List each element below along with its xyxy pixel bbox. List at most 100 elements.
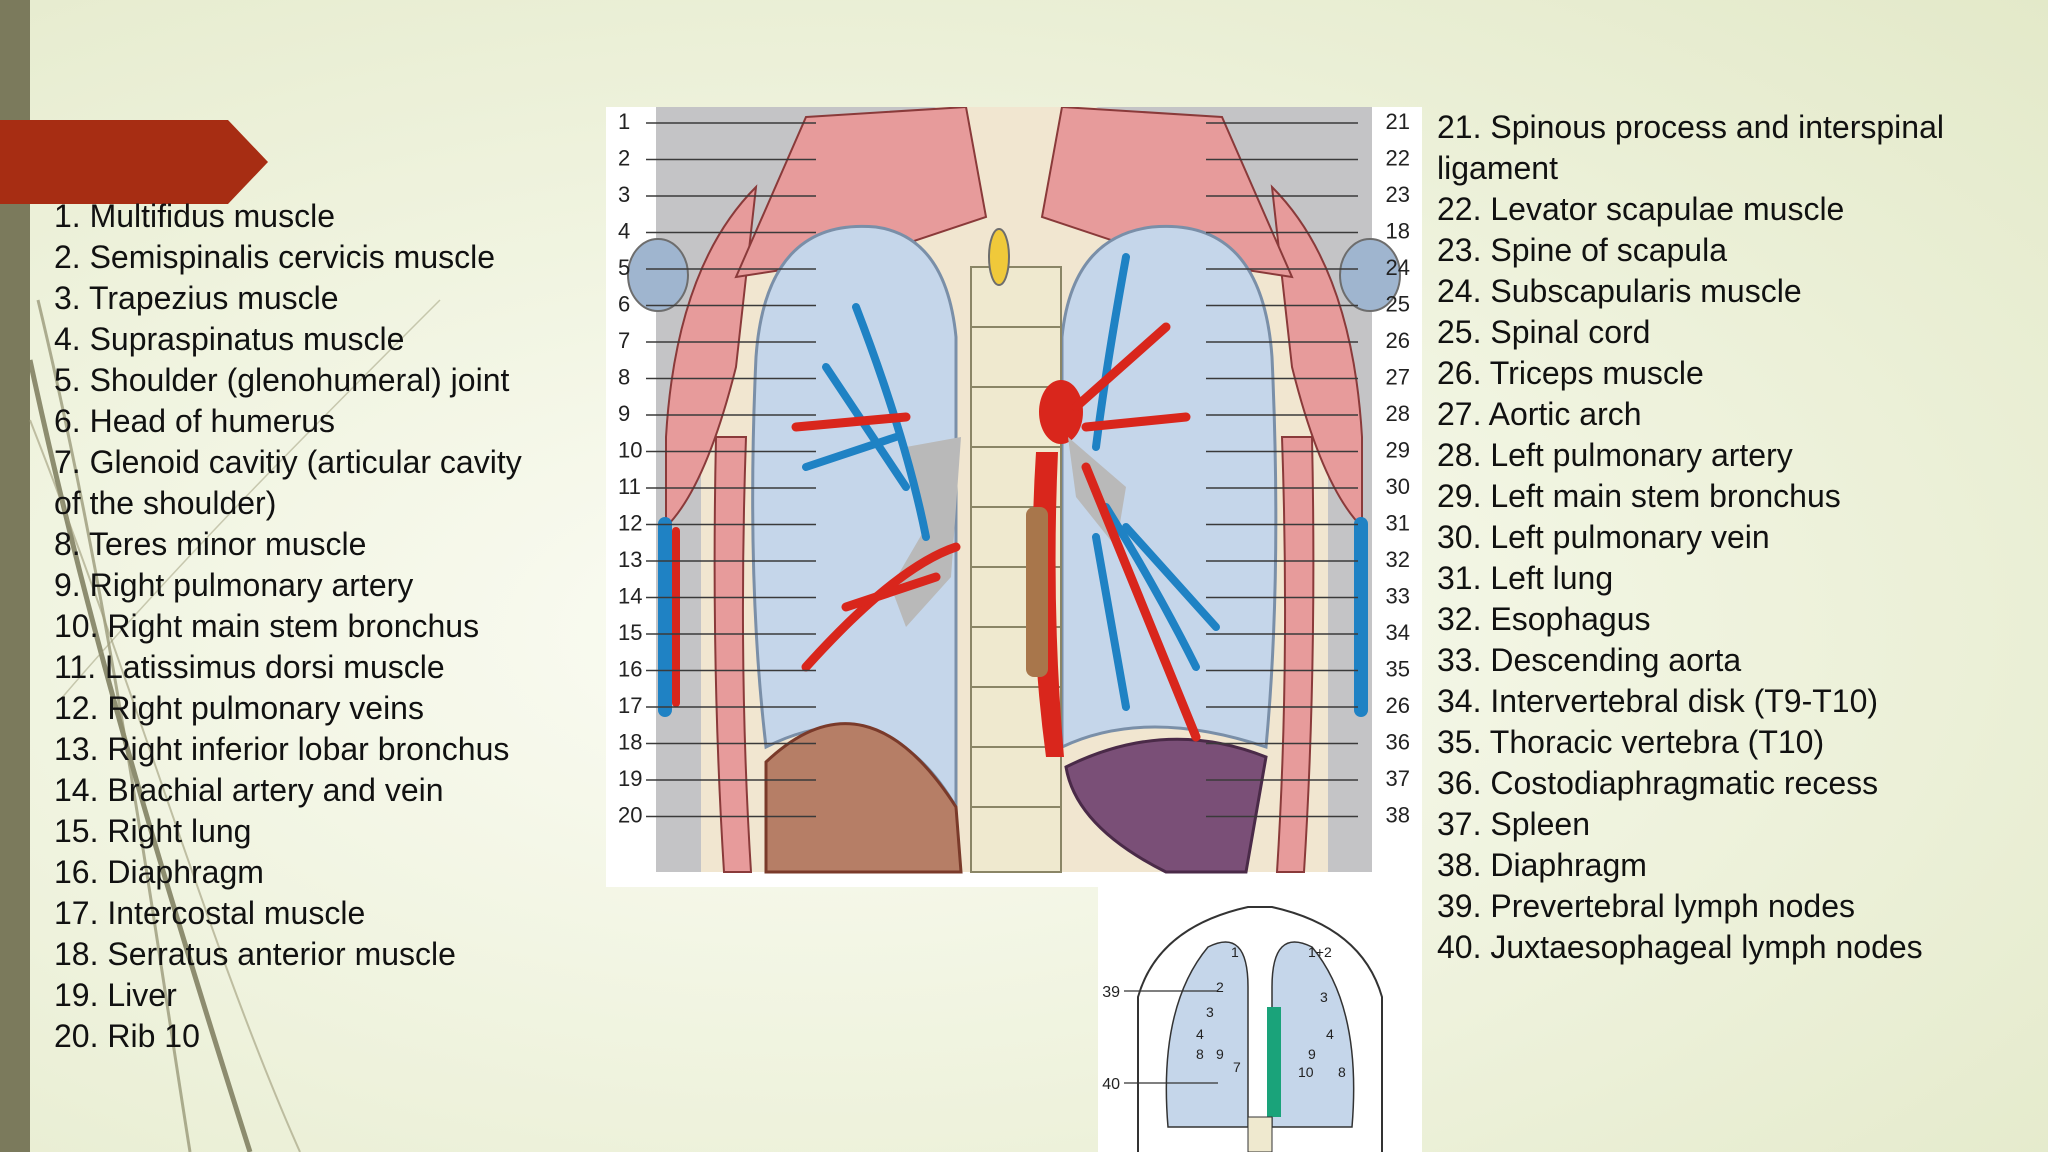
- legend-left-item: 11. Latissimus dorsi muscle: [54, 649, 445, 685]
- callout-number: 15: [618, 620, 642, 645]
- legend-right-item: 21. Spinous process and interspinal: [1437, 109, 1944, 145]
- callout-number: 13: [618, 547, 642, 572]
- inset-left-lung: [1271, 941, 1355, 1128]
- callout-number: 25: [1386, 292, 1410, 317]
- callout-number: 14: [618, 584, 642, 609]
- inset-segment-label: 9: [1216, 1046, 1224, 1062]
- legend-right-item: 36. Costodiaphragmatic recess: [1437, 765, 1879, 801]
- callout-number: 34: [1386, 620, 1410, 645]
- inset-segment-label: 3: [1206, 1004, 1214, 1020]
- legend-right-item: 35. Thoracic vertebra (T10): [1437, 724, 1825, 760]
- legend-right-item: 33. Descending aorta: [1437, 642, 1742, 678]
- legend-left-item: 12. Right pulmonary veins: [54, 690, 424, 726]
- callout-number: 6: [618, 292, 630, 317]
- callout-number: 31: [1386, 511, 1410, 536]
- callout-number: 26: [1386, 693, 1410, 718]
- inset-callout-number: 40: [1102, 1076, 1120, 1093]
- legend-left-item: 20. Rib 10: [54, 1018, 200, 1054]
- callout-number: 11: [618, 474, 641, 499]
- callout-number: 20: [618, 803, 642, 828]
- callout-number: 17: [618, 693, 642, 718]
- legend-left-item: 14. Brachial artery and vein: [54, 772, 444, 808]
- legend-left-item: 2. Semispinalis cervicis muscle: [54, 239, 496, 275]
- callout-number: 33: [1386, 584, 1410, 609]
- legend-left-item: 4. Supraspinatus muscle: [54, 321, 405, 357]
- decorative-swoosh: [27, 299, 441, 1152]
- callout-number: 10: [618, 438, 642, 463]
- legend-right-item: 28. Left pulmonary artery: [1437, 437, 1793, 473]
- left-humerus-head: [1339, 238, 1401, 312]
- legend-left-item: 3. Trapezius muscle: [54, 280, 339, 316]
- legend-left-item: of the shoulder): [54, 485, 277, 521]
- legend-left-item: 13. Right inferior lobar bronchus: [54, 731, 510, 767]
- legend-left-item: 9. Right pulmonary artery: [54, 567, 414, 603]
- callout-number: 23: [1386, 182, 1410, 207]
- callout-number: 16: [618, 657, 642, 682]
- callout-number: 3: [618, 182, 630, 207]
- right-back-muscles: [734, 107, 988, 279]
- callout-number: 12: [618, 511, 642, 536]
- inset-segment-label: 10: [1298, 1064, 1314, 1080]
- legend-right-item: 38. Diaphragm: [1437, 847, 1647, 883]
- callout-number: 19: [618, 766, 642, 791]
- legend-right-item: 24. Subscapularis muscle: [1437, 273, 1802, 309]
- inset-segment-label: 9: [1308, 1046, 1316, 1062]
- legend-left-item: 19. Liver: [54, 977, 177, 1013]
- callout-number: 9: [618, 401, 630, 426]
- pulmonary-arteries: [791, 322, 1201, 742]
- legend-right-item: 30. Left pulmonary vein: [1437, 519, 1770, 555]
- inset-segment-label: 8: [1338, 1064, 1346, 1080]
- legend-right-item: 32. Esophagus: [1437, 601, 1651, 637]
- inset-vertebra: [1247, 1116, 1273, 1152]
- legend-left-item: 15. Right lung: [54, 813, 252, 849]
- legend-left-item: 18. Serratus anterior muscle: [54, 936, 456, 972]
- legend-right-item: 23. Spine of scapula: [1437, 232, 1727, 268]
- left-back-muscles: [1040, 107, 1294, 279]
- callout-number: 2: [618, 146, 630, 171]
- callout-number: 4: [618, 219, 630, 244]
- callout-number: 7: [618, 328, 630, 353]
- legend-left-item: 6. Head of humerus: [54, 403, 336, 439]
- callout-number: 18: [618, 730, 642, 755]
- callout-number: 18: [1386, 219, 1410, 244]
- legend-right-item: 27. Aortic arch: [1437, 396, 1642, 432]
- legend-right-item: 29. Left main stem bronchus: [1437, 478, 1841, 514]
- inset-segment-label: 1+2: [1308, 944, 1332, 960]
- right-brachial-vein: [658, 517, 672, 717]
- inset-panel: [1098, 887, 1422, 1152]
- inset-right-lung: [1165, 941, 1249, 1128]
- callout-number: 5: [618, 255, 630, 280]
- inset-segment-label: 8: [1196, 1046, 1204, 1062]
- legend-left-item: 7. Glenoid cavitiy (articular cavity: [54, 444, 522, 480]
- legend-left-item: 10. Right main stem bronchus: [54, 608, 480, 644]
- right-humerus-head: [627, 238, 689, 312]
- callout-number: 22: [1386, 146, 1410, 171]
- callout-number: 38: [1386, 803, 1410, 828]
- left-brachial-vein: [1354, 517, 1368, 717]
- inset-segment-label: 4: [1326, 1026, 1334, 1042]
- legend-right-item: 26. Triceps muscle: [1437, 355, 1704, 391]
- callout-number: 1: [618, 109, 630, 134]
- inset-segment-label: 7: [1233, 1059, 1241, 1075]
- legend-right-item: 22. Levator scapulae muscle: [1437, 191, 1845, 227]
- callout-number: 30: [1386, 474, 1410, 499]
- callout-number: 36: [1386, 730, 1410, 755]
- spinal-cord: [988, 228, 1010, 286]
- inset-segment-label: 2: [1216, 979, 1224, 995]
- right-chest-wall-muscle: [713, 436, 753, 873]
- aortic-arch: [1039, 380, 1083, 444]
- inset-segment-label: 4: [1196, 1026, 1204, 1042]
- callout-number: 26: [1386, 328, 1410, 353]
- right-brachial-artery: [672, 527, 680, 707]
- right-shoulder-muscle: [665, 184, 758, 530]
- inset-segment-label: 3: [1320, 989, 1328, 1005]
- liver: [764, 722, 963, 874]
- left-lung: [1060, 224, 1278, 750]
- inset-ribcage-outline: [1137, 906, 1383, 1152]
